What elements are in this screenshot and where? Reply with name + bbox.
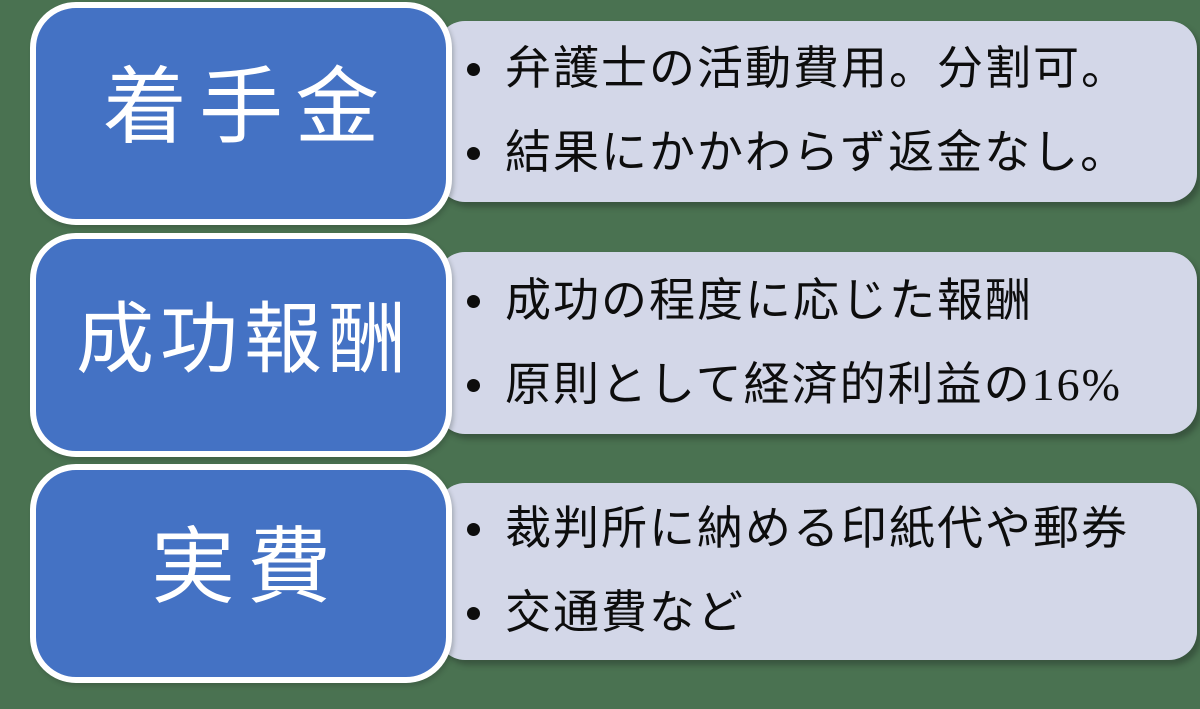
bullet-item: 成功の程度に応じた報酬 [467,275,1189,327]
success-fee-box: 成功報酬 [30,233,452,457]
description-panel: 裁判所に納める印紙代や郵券 交通費など [437,483,1197,660]
description-panel: 弁護士の活動費用。分割可。 結果にかかわらず返金なし。 [437,21,1197,202]
bullet-text: 結果にかかわらず返金なし。 [505,127,1129,179]
bullet-dot-icon [467,378,480,392]
bullet-text: 成功の程度に応じた報酬 [505,274,1033,326]
bullet-text: 裁判所に納める印紙代や郵券 [505,503,1129,555]
bullet-item: 裁判所に納める印紙代や郵券 [467,504,1189,556]
diagram-row-success-fee: 成功の程度に応じた報酬 原則として経済的利益の16% 成功報酬 [0,233,1200,457]
category-title: 実費 [150,521,343,615]
bullet-item: 原則として経済的利益の16% [467,359,1189,411]
bullet-item: 結果にかかわらず返金なし。 [467,128,1189,180]
bullet-dot-icon [467,607,480,620]
bullet-item: 弁護士の活動費用。分割可。 [467,44,1189,96]
bullet-text: 弁護士の活動費用。分割可。 [505,43,1129,95]
diagram-row-retainer-fee: 弁護士の活動費用。分割可。 結果にかかわらず返金なし。 着手金 [0,2,1200,225]
bullet-text: 原則として経済的利益の16% [505,358,1122,410]
bullet-text: 交通費など [505,587,745,639]
diagram-row-expenses: 裁判所に納める印紙代や郵券 交通費など 実費 [0,464,1200,683]
bullet-dot-icon [467,523,480,536]
expenses-box: 実費 [30,464,452,683]
bullet-dot-icon [467,147,480,160]
bullet-dot-icon [467,294,480,308]
retainer-fee-box: 着手金 [30,2,452,225]
description-panel: 成功の程度に応じた報酬 原則として経済的利益の16% [437,252,1197,434]
category-title: 成功報酬 [75,296,412,383]
bullet-dot-icon [467,63,480,76]
bullet-item: 交通費など [467,588,1189,640]
category-title: 着手金 [102,61,391,155]
